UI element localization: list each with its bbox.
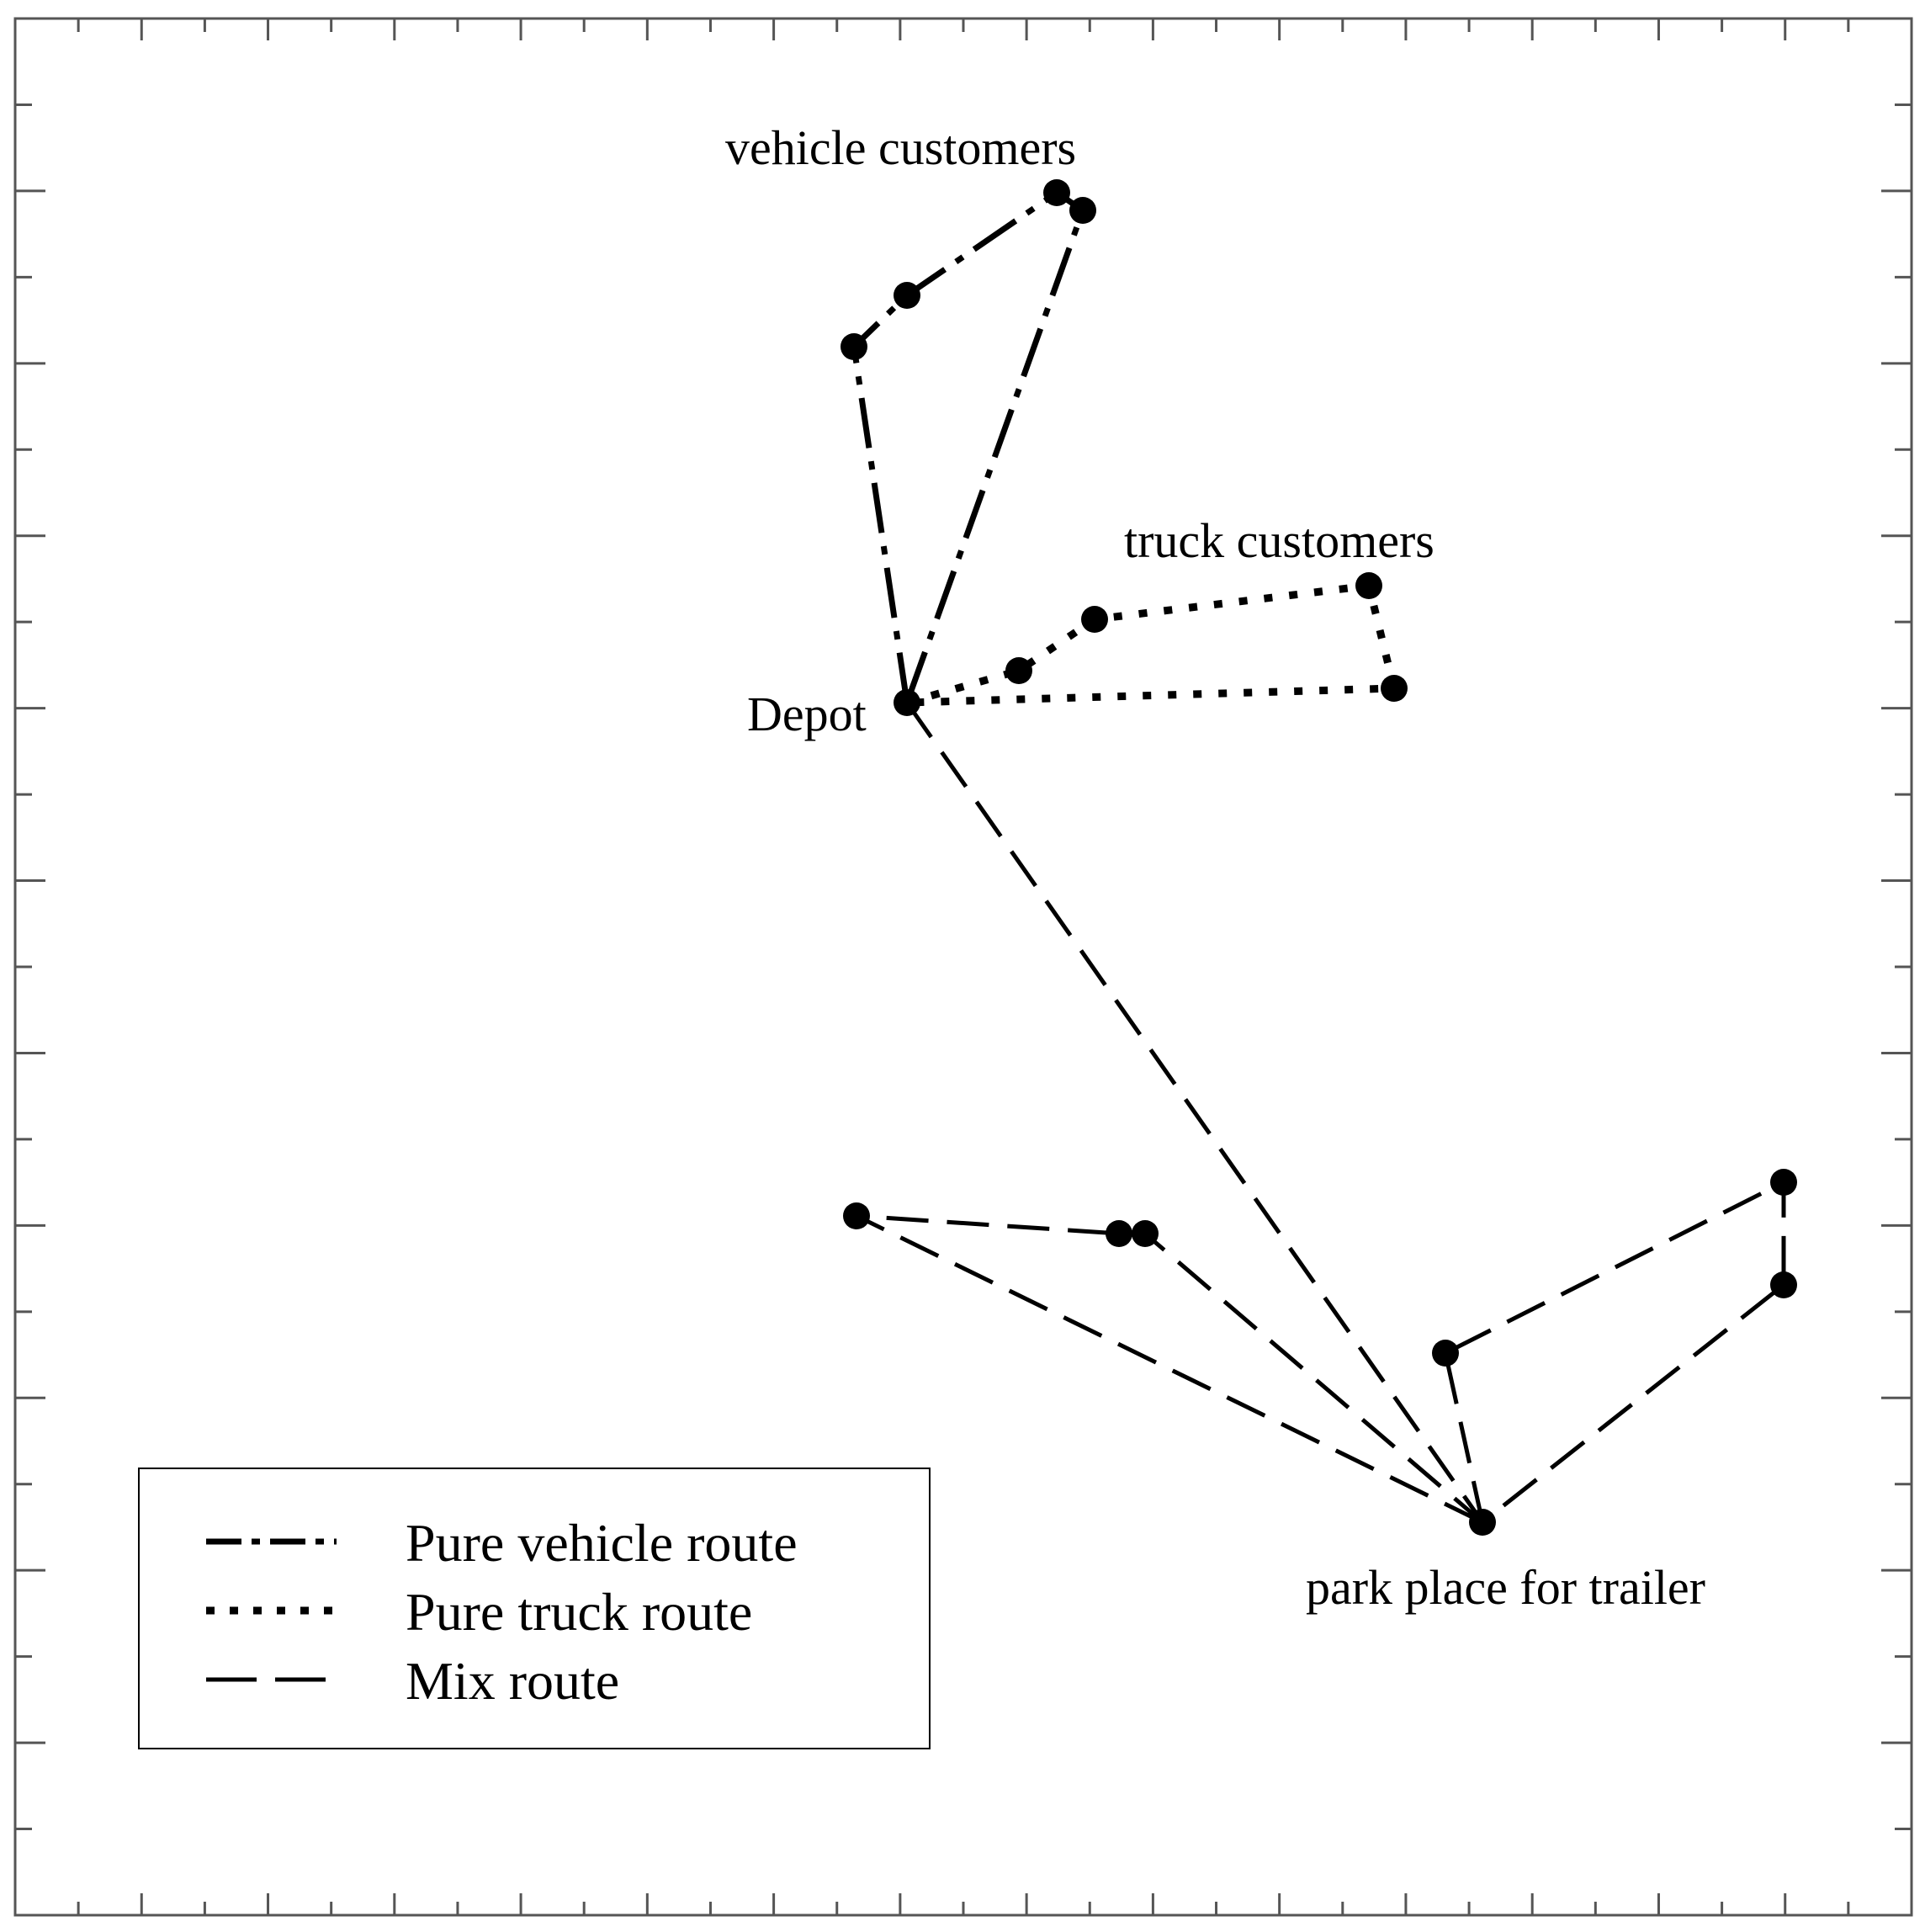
- vehicle-customer-node: [1069, 197, 1096, 224]
- legend: Pure vehicle route Pure truck route Mix …: [138, 1468, 931, 1749]
- mix-customer-node: [1770, 1169, 1797, 1196]
- truck-route-line: [905, 581, 1398, 707]
- vehicle-route-line: [851, 189, 1086, 704]
- legend-box: [138, 1468, 931, 1749]
- mix-customer-node: [843, 1202, 870, 1229]
- mix-customer-node: [1432, 1340, 1459, 1367]
- vehicle-customer-node: [1043, 179, 1070, 206]
- vehicle-customer-node: [841, 333, 867, 360]
- depot-label: Depot: [747, 687, 867, 741]
- mix-customer-node: [1132, 1220, 1159, 1247]
- mix-customer-node: [1770, 1271, 1797, 1298]
- mix-customer-node: [1106, 1220, 1132, 1247]
- truck-customer-node: [1081, 606, 1108, 633]
- park-place-node: [1469, 1509, 1496, 1536]
- mix-route-line-1: [904, 701, 1485, 1524]
- truck-customer-node: [1381, 675, 1408, 702]
- vehicle-customers-label: vehicle customers: [725, 120, 1076, 175]
- legend-item-label: Mix route: [406, 1651, 619, 1711]
- legend-item-label: Pure vehicle route: [406, 1513, 798, 1573]
- truck-customers-label: truck customers: [1124, 513, 1434, 568]
- mix-route-line-2: [854, 1213, 1484, 1525]
- legend-item-label: Pure truck route: [406, 1582, 752, 1642]
- park-place-label: park place for trailer: [1306, 1560, 1705, 1615]
- route-nodes: [841, 179, 1797, 1536]
- truck-customer-node: [1355, 572, 1382, 599]
- depot-node: [894, 689, 920, 716]
- vehicle-customer-node: [894, 282, 920, 309]
- mix-route-line-3: [1443, 1180, 1786, 1524]
- truck-customer-node: [1005, 657, 1032, 684]
- frame-ticks: [15, 19, 1912, 1915]
